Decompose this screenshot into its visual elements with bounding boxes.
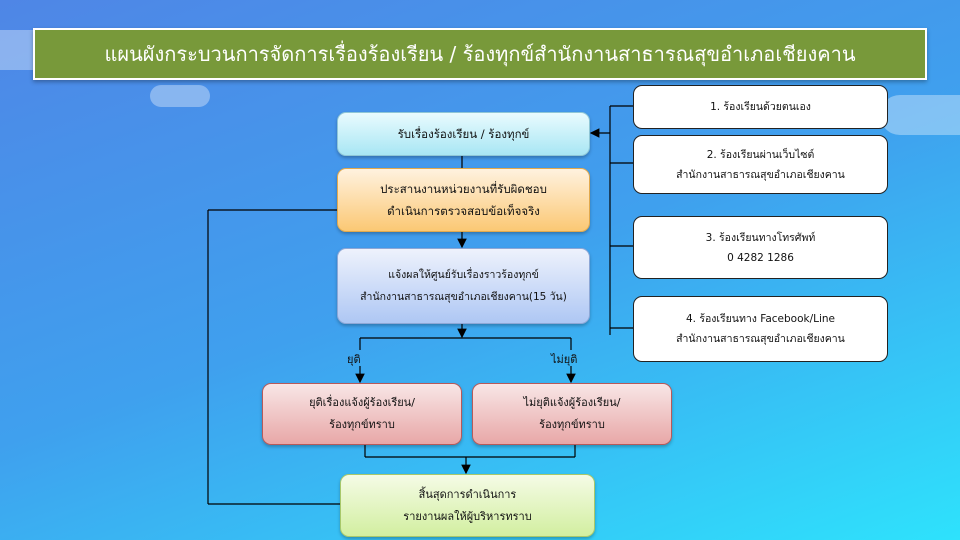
step-label: ร้องทุกข์ทราบ — [539, 418, 605, 431]
step-label: ร้องทุกข์ทราบ — [329, 418, 395, 431]
channel-label: 4. ร้องเรียนทาง Facebook/Line — [685, 313, 836, 325]
channel-in-person: 1. ร้องเรียนด้วยตนเอง — [633, 85, 888, 129]
channel-detail: สำนักงานสาธารณสุขอำเภอเชียงคาน — [676, 333, 845, 345]
receive-complaint-step: รับเรื่องร้องเรียน / ร้องทุกข์ — [337, 112, 590, 156]
step-label: ประสานงานหน่วยงานที่รับผิดชอบ — [380, 182, 547, 196]
channel-label: 1. ร้องเรียนด้วยตนเอง — [710, 101, 811, 113]
channel-phone: 3. ร้องเรียนทางโทรศัพท์ 0 4282 1286 — [633, 216, 888, 279]
ended-step: ยุติเรื่องแจ้งผู้ร้องเรียน/ ร้องทุกข์ทรา… — [262, 383, 462, 445]
step-label: ดำเนินการตรวจสอบข้อเท็จจริง — [387, 204, 540, 218]
channel-detail: สำนักงานสาธารณสุขอำเภอเชียงคาน — [676, 168, 845, 181]
step-label: รายงานผลให้ผู้บริหารทราบ — [403, 509, 532, 523]
step-label: แจ้งผลให้ศูนย์รับเรื่องราวร้องทุกข์ — [388, 269, 539, 281]
cloud-decoration — [880, 95, 960, 135]
branch-label-not-ended: ไม่ยุติ — [551, 353, 578, 366]
cloud-decoration — [150, 85, 210, 107]
finish-step: สิ้นสุดการดำเนินการ รายงานผลให้ผู้บริหาร… — [340, 474, 595, 537]
channel-detail: 0 4282 1286 — [727, 251, 794, 264]
step-label: สำนักงานสาธารณสุขอำเภอเชียงคาน(15 วัน) — [360, 291, 567, 303]
not-ended-step: ไม่ยุติแจ้งผู้ร้องเรียน/ ร้องทุกข์ทราบ — [472, 383, 672, 445]
branch-label-ended: ยุติ — [347, 353, 361, 366]
coordinate-step: ประสานงานหน่วยงานที่รับผิดชอบ ดำเนินการต… — [337, 168, 590, 232]
channel-label: 2. ร้องเรียนผ่านเว็บไซต์ — [706, 148, 815, 161]
channel-facebook-line: 4. ร้องเรียนทาง Facebook/Line สำนักงานสา… — [633, 296, 888, 362]
step-label: สิ้นสุดการดำเนินการ — [418, 487, 517, 501]
step-label: รับเรื่องร้องเรียน / ร้องทุกข์ — [397, 127, 530, 141]
channel-label: 3. ร้องเรียนทางโทรศัพท์ — [705, 231, 816, 244]
notify-step: แจ้งผลให้ศูนย์รับเรื่องราวร้องทุกข์ สำนั… — [337, 248, 590, 324]
step-label: ยุติเรื่องแจ้งผู้ร้องเรียน/ — [309, 396, 415, 409]
step-label: ไม่ยุติแจ้งผู้ร้องเรียน/ — [523, 396, 621, 409]
channel-website: 2. ร้องเรียนผ่านเว็บไซต์ สำนักงานสาธารณส… — [633, 135, 888, 194]
page-title: แผนผังกระบวนการจัดการเรื่องร้องเรียน / ร… — [33, 28, 927, 80]
